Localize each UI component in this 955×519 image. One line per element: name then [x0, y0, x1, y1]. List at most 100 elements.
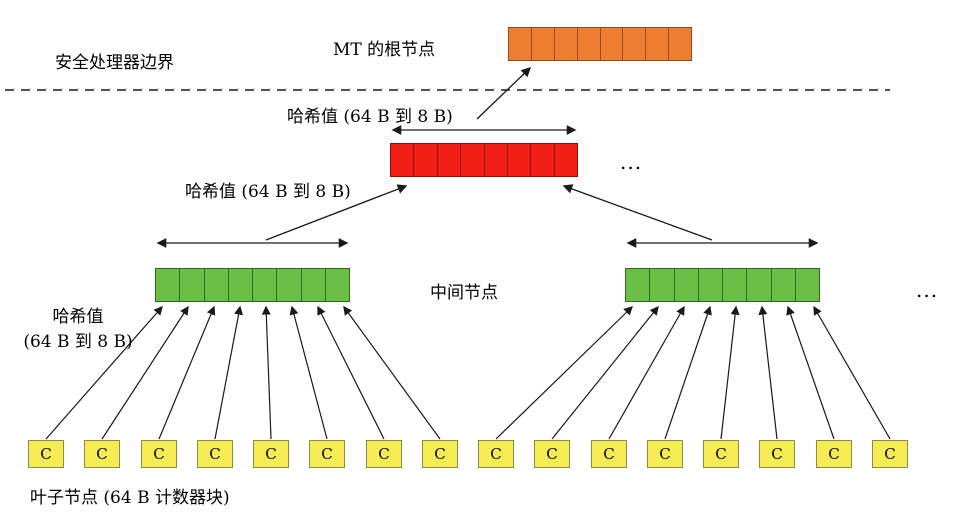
- leaf-arrow: [158, 305, 216, 440]
- root-cell: [623, 28, 647, 60]
- leaf-node: C: [703, 440, 739, 468]
- leaf-arrow: [45, 305, 163, 440]
- leaf-arrow: [289, 305, 328, 440]
- mt-root-node-label: MT 的根节点: [333, 40, 436, 60]
- leaf-arrow: [813, 305, 891, 440]
- leaf-node: C: [366, 440, 402, 468]
- leaf-label: C: [546, 445, 558, 463]
- hash-cell: [508, 144, 532, 176]
- leaf-node: C: [309, 440, 345, 468]
- leaf-arrow: [720, 305, 740, 440]
- hash-node-bar: [390, 143, 578, 177]
- root-node-bar: [508, 27, 692, 61]
- leaf-arrow: [786, 305, 835, 440]
- hash-cell: [438, 144, 462, 176]
- mid-cell: [626, 269, 651, 301]
- leaf-node: C: [872, 440, 908, 468]
- hash-cell: [485, 144, 508, 176]
- mid-cell: [699, 269, 723, 301]
- leaf-arrow: [551, 305, 659, 440]
- leaf-arrow: [214, 305, 243, 440]
- leaf-node: C: [591, 440, 627, 468]
- leaf-node: C: [816, 440, 852, 468]
- leaf-node: C: [647, 440, 683, 468]
- mid-cell: [326, 269, 349, 301]
- leaf-node: C: [534, 440, 570, 468]
- leaf-label: C: [40, 445, 52, 463]
- leaf-arrow: [664, 305, 712, 440]
- leaf-label: C: [378, 445, 390, 463]
- leaf-label: C: [715, 445, 727, 463]
- leaf-to-right-mid-arrows: [495, 305, 891, 440]
- root-cell: [509, 28, 532, 60]
- leaf-label: C: [209, 445, 221, 463]
- leaf-to-left-mid-arrows: [45, 305, 441, 440]
- intermediate-node-label: 中间节点: [430, 283, 498, 303]
- leaf-label: C: [659, 445, 671, 463]
- leaf-label: C: [265, 445, 277, 463]
- hash-value-label-mid: 哈希值 (64 B 到 8 B): [185, 182, 351, 202]
- hash-cell: [391, 144, 415, 176]
- root-cell: [601, 28, 624, 60]
- right-mid-to-hash-arrow: [562, 184, 713, 241]
- leaf-node: C: [28, 440, 64, 468]
- leaf-node: C: [253, 440, 289, 468]
- leaf-node: C: [422, 440, 458, 468]
- mid-cell: [796, 269, 819, 301]
- mid-cell: [180, 269, 205, 301]
- mid-cell: [156, 269, 181, 301]
- hash-cell: [414, 144, 438, 176]
- mid-cell: [772, 269, 796, 301]
- hash-cell: [555, 144, 577, 176]
- leaf-label: C: [321, 445, 333, 463]
- intermediate-node-bar-left: [155, 268, 350, 302]
- ellipsis-upper: ...: [620, 150, 643, 174]
- hash-value-label-left-line1: 哈希值: [52, 307, 104, 327]
- leaf-arrow: [608, 305, 685, 440]
- hash-value-label-left-line2: (64 B 到 8 B): [23, 332, 133, 352]
- mid-cell: [302, 269, 326, 301]
- mid-cell: [229, 269, 253, 301]
- root-cell: [555, 28, 578, 60]
- mid-cell: [747, 269, 772, 301]
- leaf-node: C: [759, 440, 795, 468]
- root-cell: [669, 28, 691, 60]
- hash-cell: [461, 144, 485, 176]
- root-cell: [646, 28, 670, 60]
- hash-value-label-top: 哈希值 (64 B 到 8 B): [287, 107, 453, 127]
- hash-value-label-left: 哈希值 (64 B 到 8 B): [18, 302, 138, 352]
- root-cell: [578, 28, 601, 60]
- leaf-label: C: [96, 445, 108, 463]
- secure-processor-boundary-label: 安全处理器边界: [55, 53, 174, 73]
- mid-cell: [675, 269, 699, 301]
- leaf-arrow: [317, 305, 385, 440]
- leaf-arrow: [495, 306, 633, 440]
- leaf-label: C: [603, 445, 615, 463]
- root-cell: [532, 28, 555, 60]
- mid-cell: [253, 269, 278, 301]
- mid-cell: [277, 269, 302, 301]
- hash-cell: [531, 144, 555, 176]
- mid-cell: [723, 269, 748, 301]
- leaf-arrow: [101, 305, 189, 440]
- leaf-label: C: [884, 445, 896, 463]
- mid-cell: [205, 269, 229, 301]
- intermediate-node-bar-right: [625, 268, 820, 302]
- leaf-arrow: [261, 305, 272, 440]
- leaf-node: C: [141, 440, 177, 468]
- left-mid-to-hash-arrow: [265, 184, 408, 241]
- leaf-node: C: [478, 440, 514, 468]
- leaf-label: C: [828, 445, 840, 463]
- mid-cell: [650, 269, 675, 301]
- leaf-node: C: [197, 440, 233, 468]
- leaf-node-caption: 叶子节点 (64 B 计数器块): [30, 488, 230, 508]
- leaf-label: C: [434, 445, 446, 463]
- leaf-node: C: [84, 440, 120, 468]
- leaf-arrow: [758, 305, 778, 440]
- leaf-label: C: [771, 445, 783, 463]
- hash-to-root-arrow: [476, 66, 532, 120]
- leaf-label: C: [153, 445, 165, 463]
- leaf-label: C: [490, 445, 502, 463]
